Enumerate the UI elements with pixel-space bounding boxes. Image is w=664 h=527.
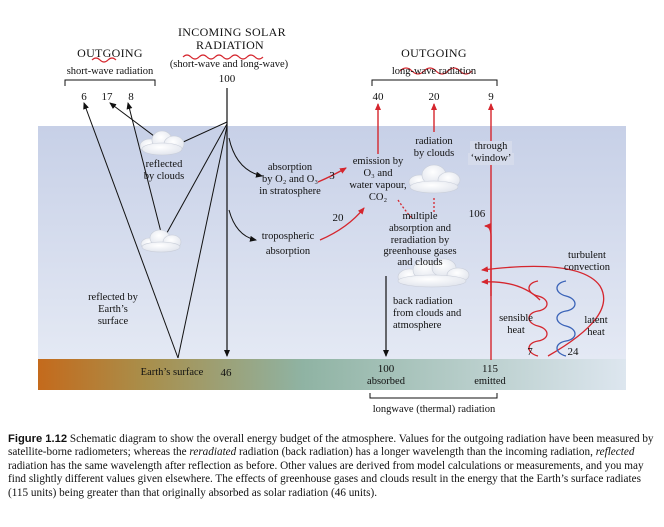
label-window-2: ‘window’ — [468, 153, 514, 165]
caption-text-3: radiation has the same wavelength after … — [8, 459, 644, 499]
label-window-1: through — [470, 141, 512, 153]
label-emission-1: emission by — [352, 156, 404, 167]
earth-surface-band — [38, 359, 626, 390]
label-trop-1: tropospheric — [261, 231, 315, 242]
ray-surface-to-6 — [83, 102, 179, 359]
label-back-2: from clouds and — [393, 308, 462, 319]
dotted-emission — [397, 199, 413, 219]
sw-value-8: 8 — [128, 91, 134, 103]
lw-value-20: 20 — [428, 91, 440, 103]
sensible-heat-spiral — [528, 280, 548, 357]
value-106: 106 — [468, 208, 486, 220]
outgoing-sw-bracket — [64, 79, 156, 86]
cloud-right — [397, 258, 470, 288]
label-longwave-thermal: longwave (thermal) radiation — [372, 404, 496, 415]
label-strat-3: in stratosphere — [259, 186, 321, 197]
turbulent-convection-arrow — [481, 265, 605, 357]
label-reflected-surface-3: surface — [97, 316, 129, 327]
label-multiple-4: greenhouse gases — [383, 246, 457, 257]
value-sensible: 7 — [527, 346, 533, 358]
label-strat-1: absorption — [267, 162, 313, 173]
value-absorbed: 100 — [377, 363, 395, 375]
ray-in-to-lowcloud — [162, 123, 228, 241]
incoming-title-2: RADIATION — [195, 38, 265, 52]
label-emission-4: CO₂ — [368, 192, 388, 203]
label-emission-2: O₃ and — [363, 168, 393, 179]
label-emission-3: water vapour, — [349, 180, 407, 191]
incoming-title-1: INCOMING SOLAR — [178, 25, 286, 39]
wave-incoming — [182, 54, 264, 60]
outgoing-lw-title: OUTGOING — [401, 46, 467, 60]
label-emitted: emitted — [474, 376, 506, 387]
caption-label: Figure 1.12 — [8, 433, 68, 445]
arrow-106 — [484, 223, 492, 296]
label-latent-2: heat — [587, 327, 605, 338]
label-rad-clouds-2: by clouds — [413, 148, 455, 159]
outgoing-lw-bracket — [371, 79, 498, 86]
label-multiple-1: multiple — [402, 211, 438, 222]
label-sensible-1: sensible — [499, 313, 533, 324]
label-reflected-clouds-1: reflected — [145, 159, 183, 170]
red-arrow-3 — [317, 167, 347, 183]
convection-inner-arrow — [481, 278, 541, 301]
ray-in-to-surface — [177, 125, 228, 359]
label-earth-surface: Earth’s surface — [140, 367, 204, 378]
label-latent-1: latent — [584, 315, 608, 326]
label-turbulent-1: turbulent — [568, 250, 606, 261]
caption-em-2: reflected — [595, 446, 635, 459]
cloud-upper-left — [139, 130, 185, 156]
longwave-thermal-bracket — [369, 393, 498, 399]
label-strat-2: by O₂ and O₃ — [261, 174, 319, 185]
label-absorbed: absorbed — [367, 376, 405, 387]
value-latent: 24 — [567, 346, 579, 358]
sw-value-17: 17 — [101, 91, 113, 103]
label-turbulent-2: convection — [563, 262, 611, 273]
value-emitted: 115 — [481, 363, 499, 375]
outgoing-sw-subtitle: short-wave radiation — [66, 66, 154, 77]
value-strat: 3 — [329, 170, 335, 182]
label-rad-clouds-1: radiation — [415, 136, 453, 147]
sw-value-6: 6 — [81, 91, 87, 103]
lw-value-9: 9 — [488, 91, 494, 103]
label-back-3: atmosphere — [393, 320, 442, 331]
ray-troposphere — [228, 209, 257, 242]
label-trop-2: absorption — [265, 246, 311, 257]
caption-text-1: Schematic diagram to show the overall en… — [8, 433, 654, 459]
value-surface-46: 46 — [220, 367, 232, 379]
cloud-radiation — [408, 164, 461, 194]
label-multiple-2: absorption and — [388, 223, 452, 234]
label-sensible-2: heat — [507, 325, 525, 336]
label-back-1: back radiation — [393, 296, 453, 307]
caption-em-1: reradiated — [189, 446, 237, 459]
outgoing-sw-title: OUTGOING — [77, 46, 143, 60]
figure-caption: Figure 1.12 Schematic diagram to show th… — [8, 433, 660, 500]
latent-heat-spiral — [556, 280, 576, 357]
ray-lowcloud-to-8 — [126, 102, 164, 241]
caption-text-2: radiation (back radiation) has a longer … — [236, 446, 596, 459]
outgoing-lw-subtitle: long-wave radiation — [391, 66, 477, 77]
label-reflected-surface-1: reflected by — [88, 292, 138, 303]
incoming-subtitle: (short-wave and long-wave) — [169, 59, 289, 70]
incoming-value: 100 — [218, 73, 236, 85]
label-multiple-5: and clouds — [397, 257, 443, 268]
wave-outgoing-sw — [91, 57, 117, 63]
ray-stratosphere — [228, 137, 263, 178]
cloud-lower-left — [140, 229, 182, 253]
label-multiple-3: reradiation by — [390, 235, 450, 246]
red-arrow-20 — [319, 207, 365, 241]
wave-outgoing-lw — [399, 67, 473, 75]
lw-value-40: 40 — [372, 91, 384, 103]
atmosphere-band — [38, 126, 626, 359]
label-reflected-clouds-2: by clouds — [143, 171, 185, 182]
value-trop: 20 — [332, 212, 344, 224]
label-reflected-surface-2: Earth’s — [98, 304, 128, 315]
energy-budget-diagram — [38, 54, 626, 399]
